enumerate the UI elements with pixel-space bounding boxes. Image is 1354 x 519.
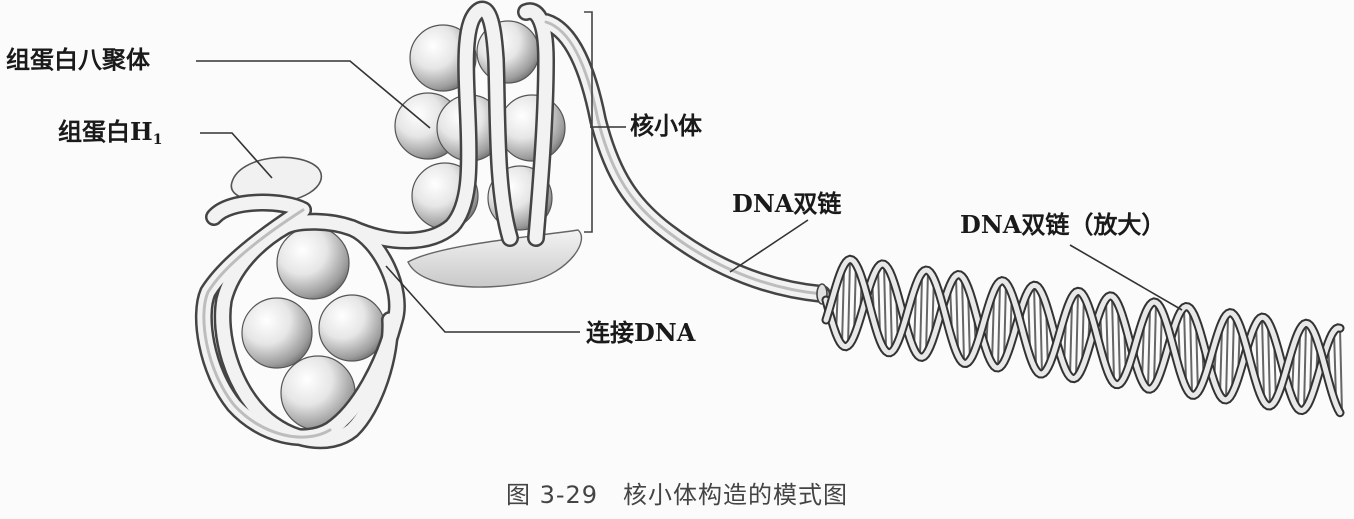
helix-base-pair [1105, 298, 1109, 368]
label-nucleosome: 核小体 [630, 111, 702, 140]
label-histone-octamer: 组蛋白八聚体 [6, 45, 150, 74]
helix-base-pair [991, 295, 995, 364]
helix-base-pair [1003, 281, 1007, 362]
helix-base-pair [1303, 323, 1307, 410]
label-dna-double-strand-enlarged: DNA双链（放大） [960, 210, 1166, 239]
label-linker-dna: 连接DNA [586, 318, 696, 347]
label-histone-h1: 组蛋白H1 [58, 117, 163, 148]
helix-base-pair [1075, 292, 1079, 378]
helix-base-pair [1069, 301, 1073, 377]
helix-base-pair [841, 269, 845, 345]
helix-base-pair [925, 270, 929, 355]
helix-base-pair [955, 275, 959, 352]
leader-linker [385, 265, 580, 333]
label-dna-double-strand: DNA双链 [732, 189, 842, 218]
helix-base-pair [1039, 289, 1043, 374]
helix-base-pair [1183, 307, 1187, 384]
helix-base-pair [1261, 317, 1265, 399]
helix-base-pair [1153, 301, 1157, 387]
label-histone-h1-main: 组蛋白H [58, 117, 153, 146]
helix-base-pair [1231, 313, 1235, 394]
label-histone-h1-subscript: 1 [152, 132, 163, 148]
helix-strand [823, 261, 1343, 414]
helix-base-pair [1147, 307, 1151, 390]
nucleosome-bracket [584, 11, 593, 233]
figure-caption: 图 3-29 核小体构造的模式图 [505, 481, 849, 509]
dna-tube [194, 0, 831, 450]
leader-h1 [200, 132, 273, 179]
leader-octamer [196, 60, 431, 129]
helix-base-pair [997, 283, 1001, 368]
helix-base-pair [1267, 321, 1271, 406]
leader-dna-double-strand [729, 219, 809, 273]
helix-base-pair [883, 264, 887, 349]
dna-double-helix [821, 254, 1345, 418]
leader-dna-enlarged [1069, 244, 1183, 311]
helix-base-pair [919, 275, 923, 358]
helix-base-pair [1333, 330, 1337, 400]
helix-base-pair [877, 266, 881, 336]
helix-base-pair [1297, 332, 1301, 409]
helix-base-pair [1219, 327, 1223, 396]
helix-base-pair [1111, 296, 1115, 381]
helix-strand [823, 256, 1343, 416]
helix-base-pair [847, 260, 851, 346]
leader-lines [196, 60, 1183, 333]
helix-base-pair [1225, 315, 1229, 400]
helix-base-pair [1189, 308, 1193, 394]
helix-base-pair [1339, 328, 1343, 413]
helix-base-pair [1033, 285, 1037, 367]
helix-base-pair [961, 276, 965, 363]
